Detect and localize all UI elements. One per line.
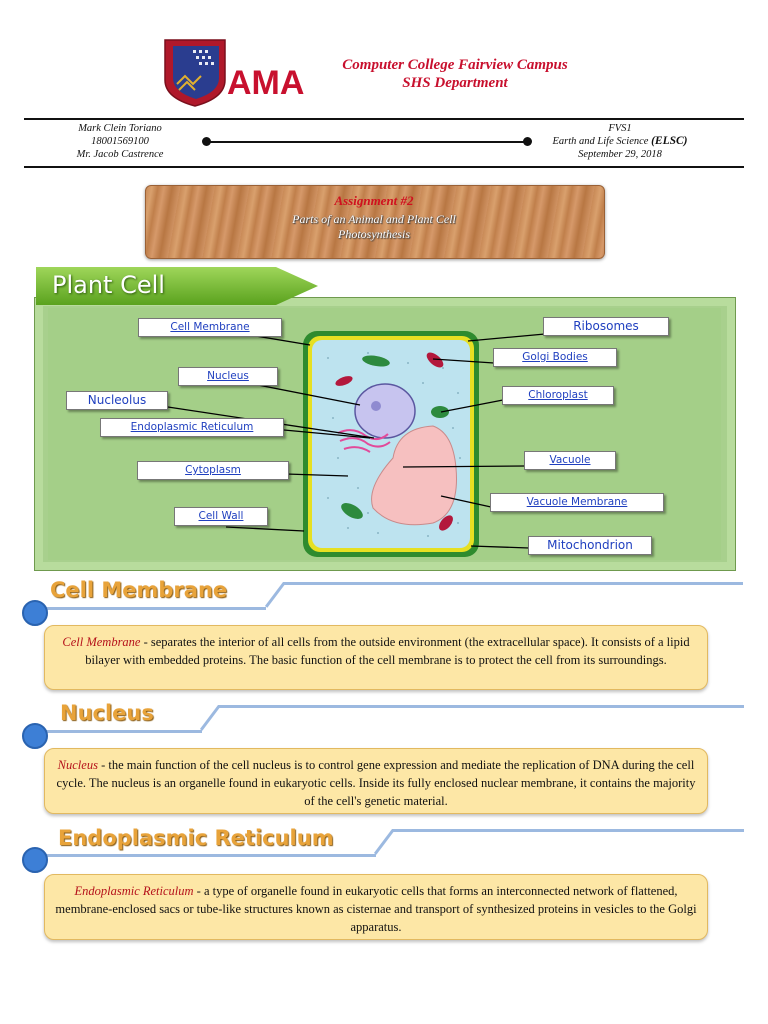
class-info: FVS1 Earth and Life Science (ELSC) Septe… (535, 122, 705, 161)
college-heading: Computer College Fairview Campus SHS Dep… (300, 56, 610, 92)
label-nucleolus: Nucleolus (66, 391, 168, 410)
assignment-subtitle-line1: Parts of an Animal and Plant Cell (292, 212, 456, 226)
label-ribosomes: Ribosomes (543, 317, 669, 336)
header-bottom-rule (24, 166, 744, 168)
section-line-slant (373, 829, 395, 855)
plant-cell-title: Plant Cell (52, 271, 165, 299)
section-heading-nucleus: Nucleus (60, 701, 154, 725)
student-info: Mark Clein Toriano 18001569100 Mr. Jacob… (40, 122, 200, 161)
mitochondrion-shape (426, 352, 444, 368)
ama-logo: AMA (164, 39, 304, 107)
section-line-lower (36, 730, 202, 733)
plant-cell-diagram (147, 331, 546, 557)
cytoplasm-speckles (327, 352, 461, 537)
college-name: Computer College Fairview Campus (342, 57, 568, 73)
section-line (283, 582, 743, 585)
label-cytoplasm: Cytoplasm (137, 461, 289, 480)
assignment-title: Assignment #2 (334, 193, 414, 208)
plant-cell-banner (36, 267, 318, 305)
term-nucleus: Nucleus (57, 758, 98, 772)
assignment-subtitle: Parts of an Animal and Plant Cell Photos… (145, 212, 603, 242)
label-mitochondrion: Mitochondrion (528, 536, 652, 555)
section-heading-endoplasmic-reticulum: Endoplasmic Reticulum (58, 826, 334, 850)
chloroplast-shape-3 (341, 503, 363, 519)
mitochondrion-shape-2 (335, 376, 353, 386)
label-nucleus: Nucleus (178, 367, 278, 386)
nucleus-shape (354, 383, 416, 439)
section-line-slant (264, 582, 286, 608)
endoplasmic-reticulum-description: - a type of organelle found in eukaryoti… (55, 884, 697, 934)
header-divider-bar (206, 141, 529, 143)
label-cell-membrane: Cell Membrane (138, 318, 282, 337)
section-bullet (22, 600, 48, 626)
subject-code: (ELSC) (651, 135, 688, 147)
vacuole-shape (371, 425, 458, 526)
nucleus-description: - the main function of the cell nucleus … (56, 758, 696, 808)
cell-membrane-description: - separates the interior of all cells fr… (85, 635, 690, 667)
chloroplast-shape-2 (431, 406, 449, 418)
submission-date: September 29, 2018 (578, 149, 662, 160)
section-code: FVS1 (608, 123, 632, 134)
nucleolus-shape (371, 401, 381, 411)
section-line (392, 829, 744, 832)
label-vacuole: Vacuole (524, 451, 616, 470)
section-line-lower (36, 854, 376, 857)
label-endoplasmic-reticulum: Endoplasmic Reticulum (100, 418, 284, 437)
header-top-rule (24, 118, 744, 120)
section-bullet (22, 723, 48, 749)
mitochondrion-shape-3 (439, 515, 453, 531)
divider-dot-right (523, 137, 532, 146)
chloroplast-shape (362, 355, 390, 367)
er-shape (337, 429, 391, 453)
cell-membrane-card: Cell Membrane - separates the interior o… (44, 625, 708, 690)
label-golgi-bodies: Golgi Bodies (493, 348, 617, 367)
endoplasmic-reticulum-card: Endoplasmic Reticulum - a type of organe… (44, 874, 708, 940)
subject-line: Earth and Life Science (ELSC) (535, 135, 705, 148)
student-id: 18001569100 (91, 136, 149, 147)
label-chloroplast: Chloroplast (502, 386, 614, 405)
assignment-subtitle-line2: Photosynthesis (338, 227, 410, 241)
divider-dot-left (202, 137, 211, 146)
section-line-slant (199, 705, 221, 731)
section-line-lower (36, 607, 266, 610)
section-bullet (22, 847, 48, 873)
term-endoplasmic-reticulum: Endoplasmic Reticulum (74, 884, 194, 898)
term-cell-membrane: Cell Membrane (62, 635, 141, 649)
assignment-box (145, 185, 605, 259)
subject-name: Earth and Life Science (552, 136, 649, 147)
logo-text: AMA (227, 64, 304, 102)
label-cell-wall: Cell Wall (174, 507, 268, 526)
nucleus-card: Nucleus - the main function of the cell … (44, 748, 708, 814)
section-line (218, 705, 744, 708)
teacher-name: Mr. Jacob Castrence (76, 149, 164, 160)
section-heading-cell-membrane: Cell Membrane (50, 578, 228, 602)
department-name: SHS Department (402, 75, 508, 91)
student-name: Mark Clein Toriano (78, 123, 162, 134)
label-vacuole-membrane: Vacuole Membrane (490, 493, 664, 512)
